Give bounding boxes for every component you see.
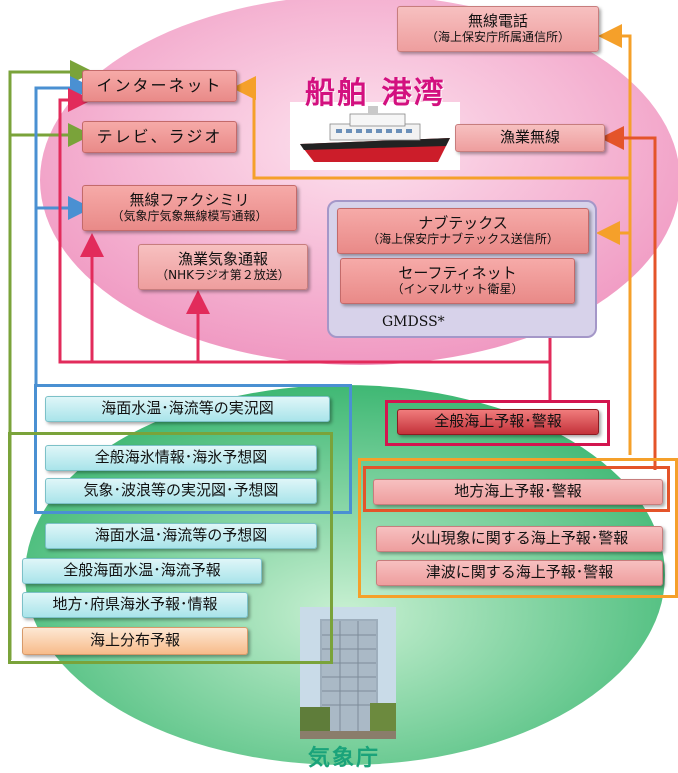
fishery-broadcast-subtitle: （NHKラジオ第２放送）	[156, 267, 290, 282]
green-frame	[8, 432, 333, 664]
marine-dist-fcst-label: 海上分布予報	[89, 631, 180, 650]
ship-illustration	[290, 102, 460, 170]
tv-radio-box: テレビ、ラジオ	[82, 121, 237, 153]
blue-frame	[34, 384, 352, 514]
navtex-box: ナブテックス （海上保安庁ナブテックス送信所）	[337, 208, 589, 254]
sst-current-fcst-label: 海面水温･海流等の予想図	[94, 526, 268, 545]
regional-sea-ice-label: 地方･府県海氷予報･情報	[52, 595, 218, 614]
gmdss-label: GMDSS*	[382, 314, 445, 330]
fishery-radio-label: 漁業無線	[499, 128, 560, 147]
sea-ice-info-box: 全般海氷情報･海氷予想図	[45, 445, 317, 471]
orange-frame	[358, 458, 678, 598]
navtex-subtitle: （海上保安庁ナブテックス送信所）	[367, 231, 559, 246]
general-sst-fcst-box: 全般海面水温･海流予報	[22, 558, 262, 584]
radio-phone-subtitle: （海上保安庁所属通信所）	[425, 29, 570, 44]
volcano-marine-warn-label: 火山現象に関する海上予報･警報	[410, 529, 629, 548]
jma-building-photo	[300, 607, 396, 739]
local-marine-warn-box: 地方海上予報･警報	[373, 479, 663, 505]
darkorange-arrow	[600, 126, 657, 470]
internet-box: インターネット	[82, 70, 237, 102]
darkorange-frame	[363, 466, 670, 512]
navtex-title: ナブテックス	[418, 214, 508, 233]
tv-radio-label: テレビ、ラジオ	[96, 126, 223, 146]
general-sst-fcst-label: 全般海面水温･海流予報	[63, 561, 221, 580]
internet-label: インターネット	[96, 75, 223, 95]
fishery-radio-box: 漁業無線	[455, 124, 605, 152]
blue-arrows	[34, 76, 94, 385]
radio-fax-subtitle: （気象庁気象無線模写通報）	[111, 208, 268, 223]
tsunami-marine-warn-label: 津波に関する海上予報･警報	[425, 563, 614, 582]
sea-ice-info-label: 全般海氷情報･海氷予想図	[94, 448, 268, 467]
general-marine-warn-box: 全般海上予報･警報	[397, 409, 599, 435]
fishery-broadcast-box: 漁業気象通報 （NHKラジオ第２放送）	[138, 244, 308, 290]
sst-current-obs-label: 海面水温･海流等の実況図	[101, 399, 274, 418]
wx-wave-obs-label: 気象･波浪等の実況図･予想図	[83, 481, 279, 500]
regional-sea-ice-box: 地方･府県海氷予報･情報	[22, 592, 248, 618]
orange-arrows	[232, 24, 632, 455]
radio-fax-title: 無線ファクシミリ	[129, 191, 250, 210]
fishery-broadcast-title: 漁業気象通報	[177, 250, 268, 269]
safetynet-subtitle: （インマルサット衛星）	[391, 281, 524, 296]
wx-wave-obs-box: 気象･波浪等の実況図･予想図	[45, 478, 317, 504]
radio-phone-title: 無線電話	[467, 12, 528, 31]
ship-port-title: 船舶 港湾	[305, 76, 446, 111]
safetynet-title: セーフティネット	[398, 264, 517, 283]
crimson-frame	[385, 400, 610, 446]
sst-current-obs-box: 海面水温･海流等の実況図	[45, 396, 330, 422]
jma-title: 気象庁	[308, 746, 381, 771]
marine-dist-fcst-box: 海上分布予報	[22, 627, 248, 655]
radio-fax-box: 無線ファクシミリ （気象庁気象無線模写通報）	[82, 185, 297, 231]
safetynet-box: セーフティネット （インマルサット衛星）	[340, 258, 575, 304]
sst-current-fcst-box: 海面水温･海流等の予想図	[45, 523, 317, 549]
tsunami-marine-warn-box: 津波に関する海上予報･警報	[376, 560, 663, 586]
general-marine-warn-label: 全般海上予報･警報	[434, 412, 562, 431]
local-marine-warn-label: 地方海上予報･警報	[454, 482, 582, 501]
radio-phone-box: 無線電話 （海上保安庁所属通信所）	[397, 6, 599, 52]
volcano-marine-warn-box: 火山現象に関する海上予報･警報	[376, 526, 663, 552]
